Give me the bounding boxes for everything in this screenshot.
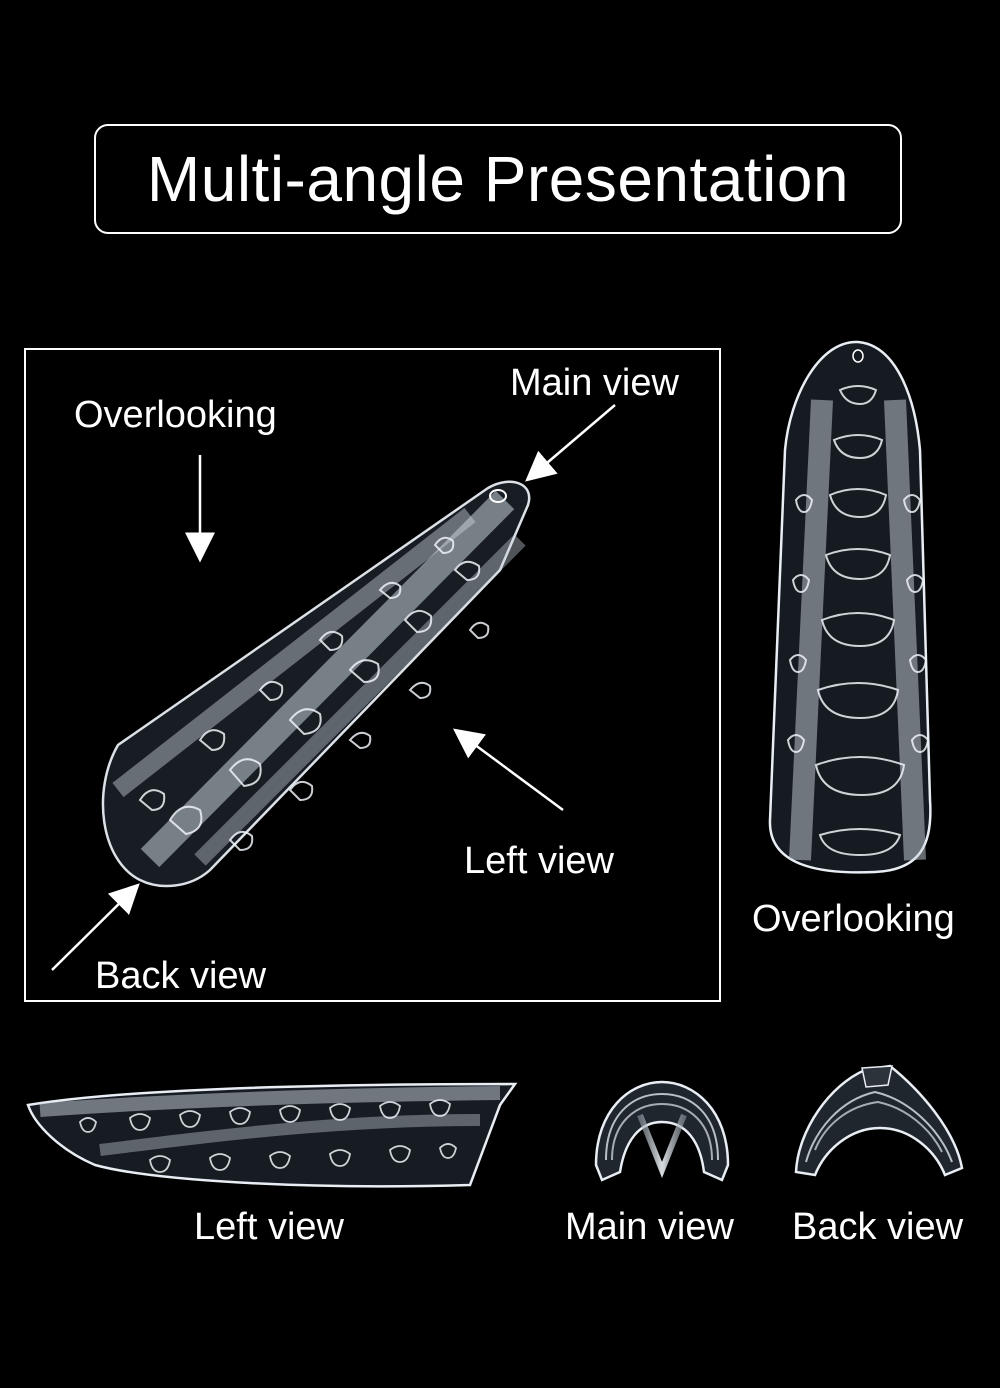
label-bottom-main-view: Main view <box>565 1206 734 1248</box>
arrow-back-view <box>51 883 140 971</box>
diagonal-nail-tip <box>101 480 531 888</box>
back-view-nail-tip <box>794 1064 964 1177</box>
label-main-view: Main view <box>510 362 679 404</box>
label-back-view: Back view <box>95 955 267 997</box>
diagram-frame <box>24 348 721 1002</box>
arrow-main-view <box>525 404 616 482</box>
label-overlooking: Overlooking <box>74 394 277 436</box>
front-view-nail-tip <box>594 1080 730 1182</box>
arrow-left-view <box>452 728 564 812</box>
label-bottom-back-view: Back view <box>792 1206 964 1248</box>
label-left-view: Left view <box>464 840 614 882</box>
label-bottom-left-view: Left view <box>194 1206 344 1248</box>
title-box: Multi-angle Presentation <box>94 124 902 234</box>
vertical-nail-tip <box>768 340 932 874</box>
side-profile-nail-tip <box>26 1082 518 1188</box>
page-title: Multi-angle Presentation <box>146 143 850 215</box>
label-side-overlooking: Overlooking <box>752 898 955 940</box>
arrows <box>51 404 616 971</box>
